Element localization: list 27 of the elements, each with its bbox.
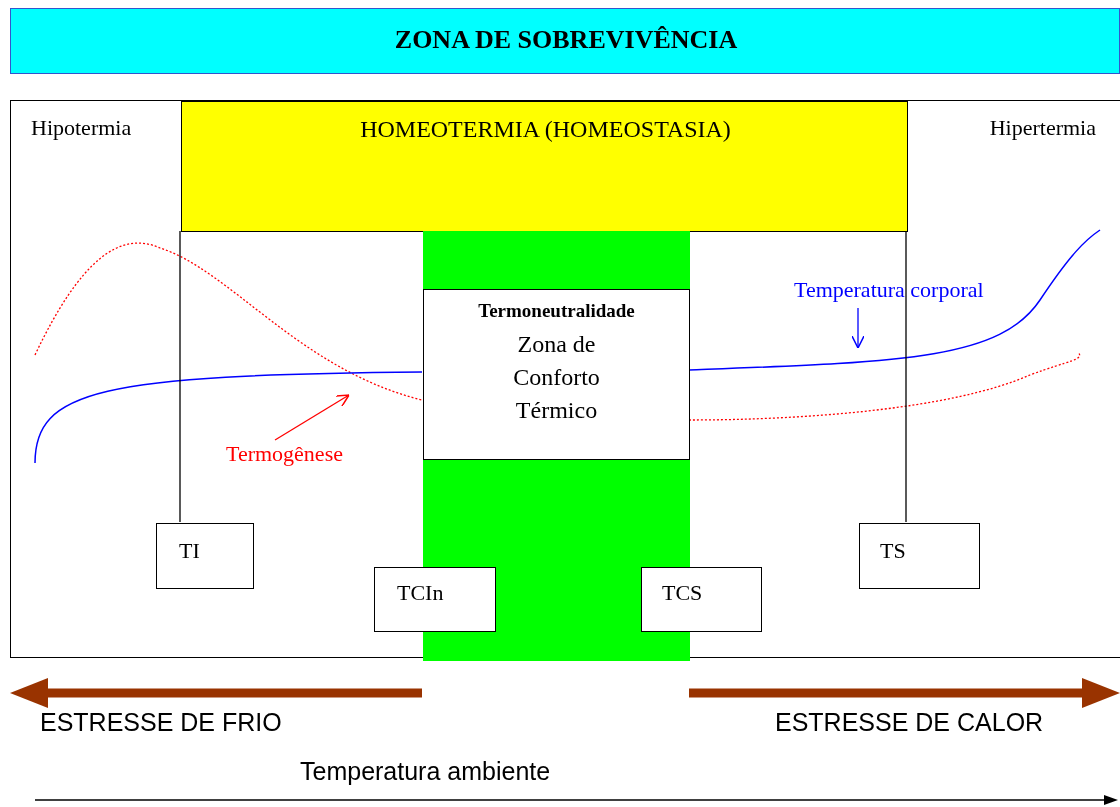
frame-box — [10, 100, 1120, 658]
connector-line — [179, 230, 181, 523]
stress-label: ESTRESSE DE CALOR — [775, 708, 1044, 737]
curve-label: Termogênese — [226, 441, 343, 467]
limit-box — [641, 567, 762, 632]
limit-box — [859, 523, 980, 589]
box-label: TI — [179, 538, 200, 564]
connector-line — [905, 230, 907, 523]
box-label: TS — [880, 538, 906, 564]
zone-label: Hipertermia — [989, 115, 1096, 141]
homeothermy-text: HOMEOTERMIA (HOMEOSTASIA) — [359, 116, 732, 143]
comfort-zone-text: Zona de Conforto Térmico — [512, 330, 601, 425]
stress-label: ESTRESSE DE FRIO — [40, 708, 282, 737]
limit-box — [156, 523, 254, 589]
comfort-zone-box — [423, 289, 690, 460]
title-text: ZONA DE SOBREVIVÊNCIA — [393, 25, 739, 55]
title-band — [10, 8, 1120, 74]
arrow — [274, 394, 350, 441]
axis-label: Temperatura ambiente — [300, 757, 551, 786]
box-label: TCS — [662, 580, 703, 606]
homeothermy-box — [181, 101, 908, 232]
heading-text: Termoneutralidade — [477, 300, 636, 322]
zone-label: Hipotermia — [31, 115, 132, 141]
limit-box — [374, 567, 496, 632]
curve-label: Temperatura corporal — [794, 277, 984, 303]
box-label: TCIn — [397, 580, 444, 606]
arrow — [851, 307, 865, 349]
